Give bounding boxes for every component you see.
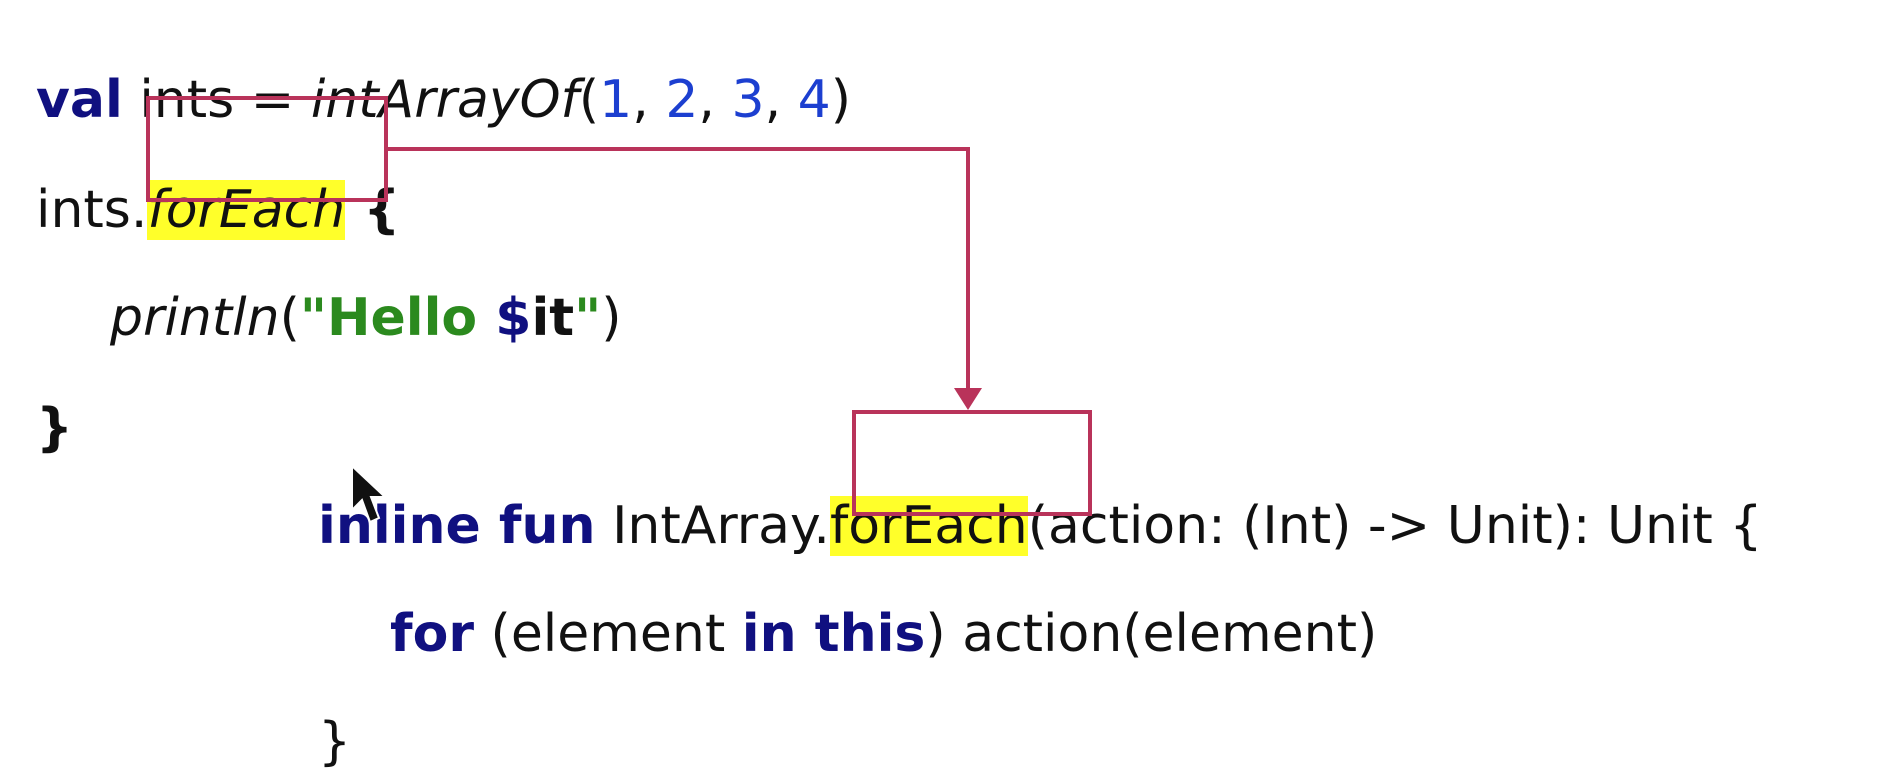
number-4: 4 [797,70,831,130]
code-line-2: ints.forEach { [36,120,400,240]
open-paren: ( [279,288,300,348]
separator: , [764,70,798,130]
number-1: 1 [599,70,633,130]
signature-rest: (action: (Int) -> Unit): Unit { [1027,496,1763,556]
string-literal: "Hello [299,288,496,348]
number-2: 2 [665,70,699,130]
intArrayOf-call: intArrayOf [310,70,579,130]
ints-identifier: ints = [122,70,311,130]
forEach-call-box [146,96,388,202]
template-dollar: $ [495,288,532,348]
loop-open: (element [474,604,742,664]
open-brace: { [345,180,401,240]
code-line-3: println("Hello $it") [110,228,622,348]
close-brace: } [36,398,74,458]
separator: , [698,70,732,130]
println-call: println [110,288,280,348]
code-line-4: } [36,338,73,458]
forEach-definition-highlight: forEach [829,496,1028,556]
code-line-1: val ints = intArrayOf(1, 2, 3, 4) [36,10,851,130]
string-close-quote: " [574,288,602,348]
keywords-in-this: in this [741,604,926,664]
definition-line-2: for (element in this) action(element) [390,544,1377,664]
loop-rest: ) action(element) [925,604,1378,664]
separator: , [632,70,666,130]
keyword-val: val [36,70,123,130]
arrow-down-icon [954,388,982,410]
close-paren: ) [601,288,622,348]
mouse-pointer-icon [352,466,385,522]
ints-receiver: ints. [36,180,148,240]
forEach-call-highlight: forEach [147,180,346,240]
connector-arrow [388,147,982,410]
keywords-inline-fun: inline fun [318,496,596,556]
close-paren: ) [830,70,852,130]
template-var-it: it [531,288,575,348]
forEach-definition-box [852,410,1092,516]
arrow-line [388,147,970,392]
open-paren: ( [578,70,600,130]
number-3: 3 [731,70,765,130]
intarray-receiver-type: IntArray. [595,496,830,556]
keyword-for: for [390,604,474,664]
definition-line-1: inline fun IntArray.forEach(action: (Int… [318,436,1762,556]
